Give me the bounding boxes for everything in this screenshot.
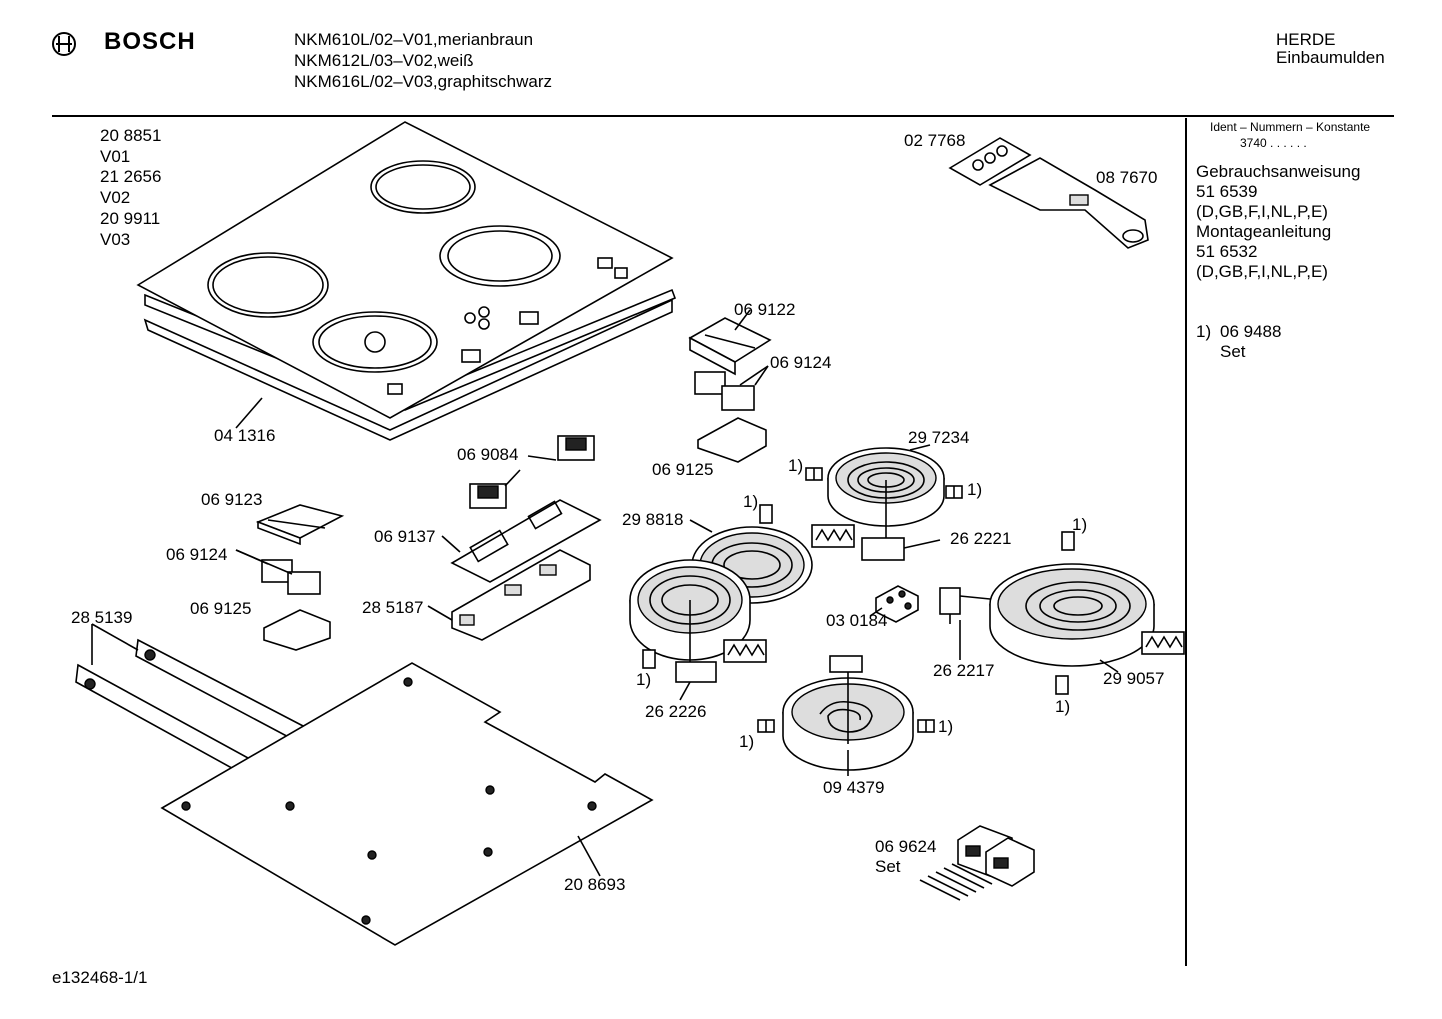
connector-set-069624 xyxy=(919,825,1035,901)
footnote-mark: 1) xyxy=(739,732,755,751)
drawing-id: e132468-1/1 xyxy=(52,968,148,987)
part-label: 26 2221 xyxy=(950,529,1012,548)
note-part: 06 9488 xyxy=(1220,322,1282,341)
ident-title: Ident – Nummern – Konstante xyxy=(1210,120,1371,134)
part-set-label: Set xyxy=(875,857,901,876)
part-label: 06 9124 xyxy=(166,545,228,564)
base-plate-208693 xyxy=(160,662,654,946)
switch-pair-069124b xyxy=(261,559,321,595)
part-label: 06 9125 xyxy=(652,460,714,479)
part-label: 06 9125 xyxy=(190,599,252,618)
switch-pair-069124a xyxy=(694,371,755,411)
switch-069084 xyxy=(469,435,595,509)
housing-285187 xyxy=(451,549,591,641)
part-label: 29 7234 xyxy=(908,428,970,447)
part-label: 08 7670 xyxy=(1096,168,1158,187)
heating-element-297234 xyxy=(827,447,945,540)
model-line-1: NKM610L/02–V01,merianbraun xyxy=(294,30,534,49)
ident-value: 3740 . . . . . . xyxy=(1240,136,1307,150)
ribbon-cable-087670 xyxy=(988,157,1149,249)
heating-element-298818 xyxy=(629,526,813,665)
leader-041316 xyxy=(235,397,263,429)
thermostat-262226 xyxy=(675,661,717,683)
note-number: 1) xyxy=(1196,322,1212,341)
variant-code: V03 xyxy=(100,230,131,249)
variant-code: V01 xyxy=(100,147,131,166)
category-herde: HERDE xyxy=(1276,30,1336,49)
variant-code: V02 xyxy=(100,188,131,207)
part-label: 29 9057 xyxy=(1103,669,1165,688)
connector-030184 xyxy=(875,585,919,623)
part-label: 06 9624 xyxy=(875,837,937,856)
variant-number: 20 9911 xyxy=(100,209,161,228)
part-label: 06 9084 xyxy=(457,445,519,464)
heat-symbol-icon xyxy=(811,524,855,548)
small-clip-icon xyxy=(642,467,1075,733)
part-label: 26 2217 xyxy=(933,661,995,680)
doc-line: (D,GB,F,I,NL,P,E) xyxy=(1196,202,1328,221)
doc-line: 51 6532 xyxy=(1196,242,1258,261)
part-label: 26 2226 xyxy=(645,702,707,721)
part-label: 06 9124 xyxy=(770,353,832,372)
model-line-2: NKM612L/03–V02,weiß xyxy=(294,51,474,70)
category-einbaumulden: Einbaumulden xyxy=(1276,48,1385,67)
part-label: 06 9123 xyxy=(201,490,263,509)
doc-line: Montageanleitung xyxy=(1196,222,1332,241)
heat-symbol-icon xyxy=(723,639,767,663)
footnote-mark: 1) xyxy=(743,492,759,511)
part-label: 09 4379 xyxy=(823,778,885,797)
bosch-logo-icon xyxy=(52,32,76,56)
circuit-board-069137 xyxy=(450,499,602,583)
doc-line: Gebrauchsanweisung xyxy=(1196,162,1361,181)
footnote-mark: 1) xyxy=(636,670,652,689)
model-line-3: NKM616L/02–V03,graphitschwarz xyxy=(294,72,552,91)
hob-glass-plate xyxy=(136,121,677,441)
switch-cover-069122 xyxy=(688,317,772,376)
part-label: 03 0184 xyxy=(826,611,888,630)
part-label: 06 9122 xyxy=(734,300,796,319)
footnote-mark: 1) xyxy=(1072,515,1088,534)
heating-element-299057 xyxy=(989,563,1155,667)
footnote-mark: 1) xyxy=(788,456,804,475)
note-text: Set xyxy=(1220,342,1246,361)
footnote-mark: 1) xyxy=(1055,697,1071,716)
variant-number: 21 2656 xyxy=(100,167,162,186)
doc-line: (D,GB,F,I,NL,P,E) xyxy=(1196,262,1328,281)
part-label: 29 8818 xyxy=(622,510,684,529)
cover-069123 xyxy=(255,504,345,546)
bracket-069125b xyxy=(263,609,331,651)
part-label: 02 7768 xyxy=(904,131,966,150)
variant-number: 20 8851 xyxy=(100,126,162,145)
bracket-069125a xyxy=(697,417,767,463)
control-plate-027768 xyxy=(948,137,1032,186)
thermostat-262217 xyxy=(939,587,1001,624)
footnote-mark: 1) xyxy=(967,480,983,499)
brand-name: BOSCH xyxy=(104,28,196,55)
part-label: 28 5139 xyxy=(71,608,133,627)
part-label: 28 5187 xyxy=(362,598,424,617)
part-label: 20 8693 xyxy=(564,875,626,894)
part-label: 06 9137 xyxy=(374,527,436,546)
heat-symbol-icon xyxy=(1141,631,1185,655)
thermostat-262221 xyxy=(861,537,941,561)
part-label: 04 1316 xyxy=(214,426,276,445)
doc-line: 51 6539 xyxy=(1196,182,1258,201)
footnote-mark: 1) xyxy=(938,717,954,736)
